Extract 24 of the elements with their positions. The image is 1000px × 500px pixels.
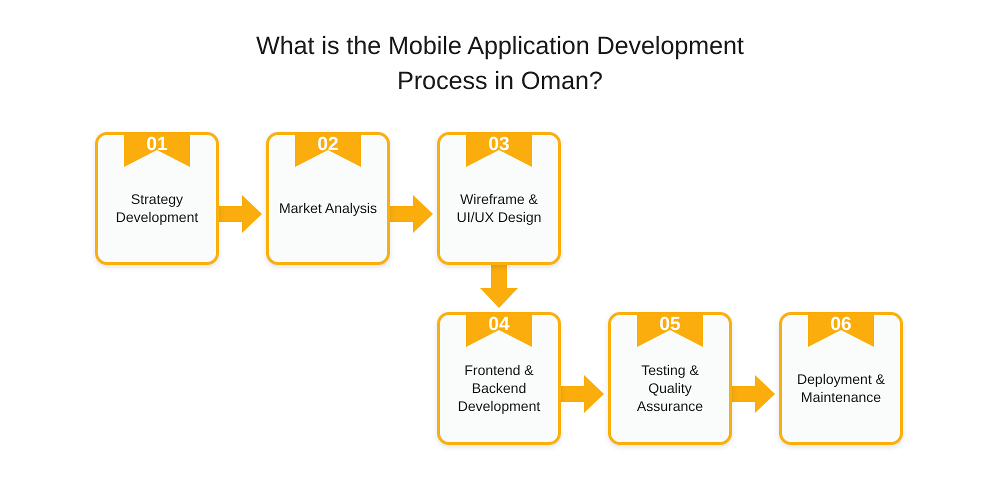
step-number: 03 [488, 134, 510, 156]
step-number: 05 [659, 314, 681, 336]
title: What is the Mobile Application Development Process in Oman? [255, 31, 745, 97]
arrow [732, 375, 775, 413]
step-card [779, 312, 903, 445]
step-card [437, 312, 561, 445]
step-label: Market Analysis [278, 198, 378, 216]
step-label: Testing & Quality Assurance [636, 360, 704, 414]
step-card [437, 132, 561, 265]
step-label: Wireframe & UI/UX Design [456, 190, 542, 226]
arrow [219, 195, 262, 233]
step-card [608, 312, 732, 445]
step-number: 01 [146, 134, 168, 156]
step-card [266, 132, 390, 265]
arrow [561, 375, 604, 413]
step-card [95, 132, 219, 265]
step-number: 04 [488, 314, 510, 336]
step-number: 06 [830, 314, 852, 336]
step-number: 02 [317, 134, 339, 156]
step-label: Deployment & Maintenance [796, 370, 886, 406]
step-label: Frontend & Backend Development [456, 360, 542, 414]
arrow [480, 265, 518, 308]
arrow [390, 195, 433, 233]
step-label: Strategy Development [114, 190, 200, 226]
